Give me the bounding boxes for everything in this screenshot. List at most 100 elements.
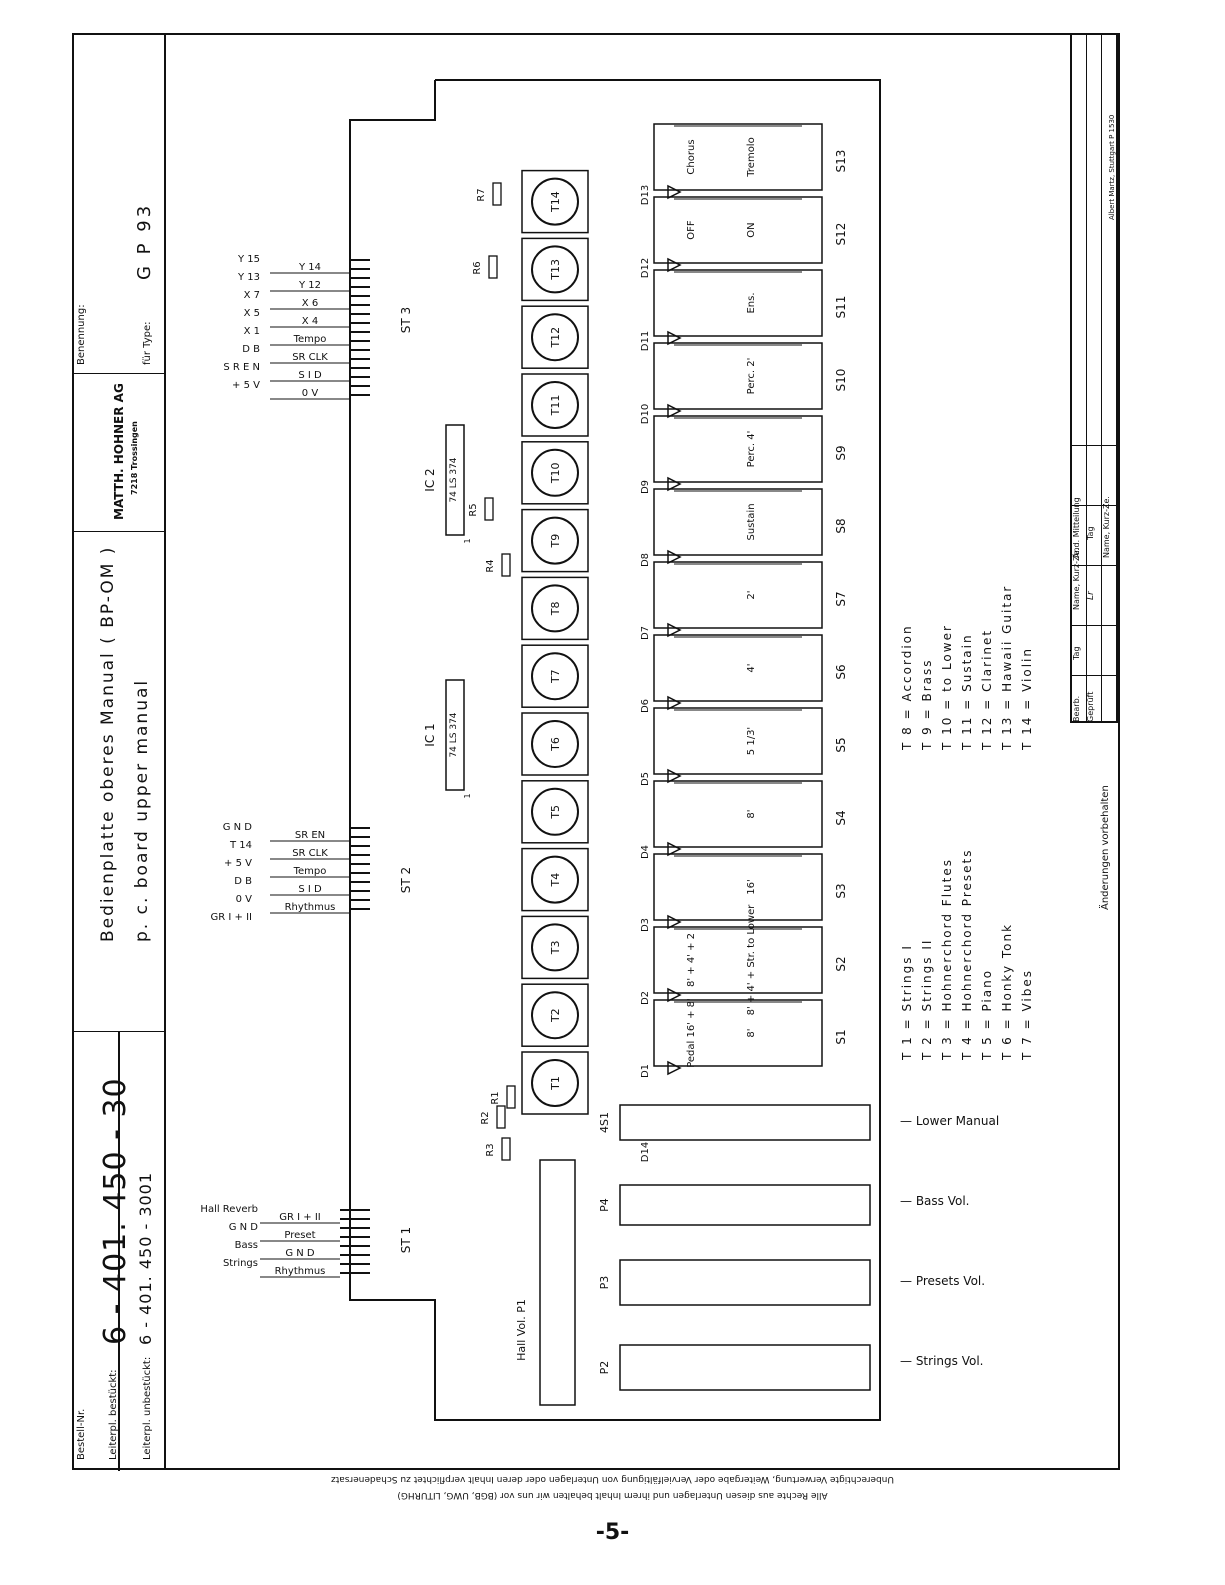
- switch-bottom-s10: Perc. 2': [746, 358, 757, 395]
- revision-block: [1070, 33, 1118, 723]
- ic-name: IC 1: [423, 723, 437, 746]
- button-frame-t8: [521, 576, 589, 641]
- button-label-t1: T1: [549, 1076, 562, 1091]
- fader-p4: [619, 1184, 871, 1226]
- title-type-section: [74, 35, 164, 374]
- legend-entry: T 3 = Hohnerchord Flutes: [940, 858, 954, 1060]
- diode-symbol-d5: [667, 768, 682, 784]
- legend-entry: T 8 = Accordion: [900, 624, 914, 750]
- conn-left-label: S R E N: [223, 362, 260, 373]
- legend-entry: T 7 = Vibes: [1020, 969, 1034, 1060]
- switch-id-s6: S6: [834, 664, 848, 679]
- button-frame-t12: [521, 305, 589, 369]
- rev-row: [1072, 625, 1116, 626]
- switch-body-s4: [653, 780, 823, 848]
- resistor-body-r4: [501, 553, 511, 577]
- diode-symbol-d7: [667, 622, 682, 638]
- switch-id-s2: S2: [834, 956, 848, 971]
- conn-right-label: Rhythmus: [285, 902, 336, 913]
- rev-col: [1101, 35, 1102, 721]
- resistor-label-r5: R5: [468, 503, 479, 516]
- conn-right-label: X 6: [302, 298, 318, 309]
- conn-left-label: + 5 V: [232, 380, 260, 391]
- button-frame-t6: [521, 712, 589, 776]
- switch-top-s13: Chorus: [686, 139, 697, 174]
- conn-left-label: D B: [242, 344, 260, 355]
- resistor-body-r1: [506, 1085, 516, 1109]
- button-frame-t4: [521, 847, 589, 912]
- fader-label-p1: Hall Vol. P1: [515, 1299, 528, 1361]
- diode-label-d3: D3: [640, 918, 651, 932]
- fader-id-p4: P4: [598, 1198, 611, 1212]
- conn-left-label: GR I + II: [211, 912, 252, 923]
- conn-right-label: Y 12: [298, 280, 321, 291]
- conn-left-label: + 5 V: [224, 858, 252, 869]
- switch-body-s2: [653, 926, 823, 994]
- button-frame-t1: [521, 1051, 589, 1115]
- conn-left-label: Strings: [223, 1258, 258, 1269]
- button-frame-t7: [521, 644, 589, 708]
- fader-p1: [539, 1159, 576, 1406]
- resistor-label-r1: R1: [490, 1091, 501, 1104]
- rev-row: [1072, 675, 1116, 676]
- conn-right-label: X 4: [302, 316, 318, 327]
- ic-pin: 1: [463, 538, 472, 543]
- fader-side-label: — Presets Vol.: [900, 1274, 985, 1288]
- conn-left-label: Bass: [235, 1240, 258, 1251]
- switch-body-s8: [653, 488, 823, 556]
- conn-left-label: G N D: [223, 822, 253, 833]
- resistor-label-r6: R6: [472, 261, 483, 274]
- switch-id-s9: S9: [834, 445, 848, 460]
- button-label-t12: T12: [549, 327, 562, 349]
- rev-row: [1072, 565, 1116, 566]
- fader-4s1: [619, 1104, 871, 1141]
- conn-right-label: S I D: [298, 884, 322, 895]
- copyright-line2: Alle Rechte aus diesen Unterlagen und ih…: [397, 1490, 828, 1500]
- switch-bottom-s6: 4': [746, 663, 757, 672]
- resistor-label-r3: R3: [485, 1143, 496, 1156]
- button-frame-t5: [521, 780, 589, 844]
- diode-label-d12: D12: [640, 258, 651, 278]
- fader-id-4s1: 4S1: [598, 1112, 611, 1133]
- diode-label-d14: D14: [640, 1142, 651, 1162]
- ic-pin: 1: [463, 793, 472, 798]
- ic-chip: 74 LS 374: [449, 457, 459, 502]
- board-outline: [349, 79, 881, 1421]
- resistor-body-r2: [496, 1105, 506, 1129]
- button-circle-t14: [531, 177, 579, 226]
- diode-symbol-d3: [667, 914, 682, 930]
- button-circle-t6: [531, 720, 579, 768]
- conn-right-label: S I D: [298, 370, 322, 381]
- resistor-label-r4: R4: [485, 559, 496, 572]
- legend-entry: T 12 = Clarinet: [980, 628, 994, 750]
- button-circle-t2: [531, 991, 579, 1040]
- conn-left-label: X 7: [244, 290, 260, 301]
- connector-st2: ST 2: [399, 867, 413, 893]
- button-frame-t9: [521, 508, 589, 573]
- diode-label-d11: D11: [640, 331, 651, 351]
- connector-st1: ST 1: [399, 1227, 413, 1253]
- resistor-body-r3: [501, 1137, 511, 1161]
- button-label-t6: T6: [549, 737, 562, 752]
- resistor-label-r2: R2: [480, 1111, 491, 1124]
- switch-top-s2: 8' + 4' + 2: [686, 933, 697, 987]
- switch-body-s1: [653, 999, 823, 1067]
- switch-bottom-s5: 5 1/3': [746, 727, 757, 755]
- switch-id-s4: S4: [834, 810, 848, 825]
- resistor-body-r7: [492, 182, 502, 206]
- button-label-t13: T13: [549, 259, 562, 281]
- button-circle-t7: [531, 652, 579, 701]
- drawing-frame: [72, 33, 1120, 1471]
- diode-symbol-d12: [667, 257, 682, 273]
- button-circle-t13: [531, 245, 579, 294]
- fader-p2: [619, 1344, 871, 1391]
- ic-chip: 74 LS 374: [449, 712, 459, 757]
- button-label-t4: T4: [549, 873, 562, 888]
- button-circle-t5: [531, 787, 579, 836]
- button-label-t3: T3: [549, 941, 562, 956]
- button-label-t5: T5: [549, 805, 562, 820]
- conn-left-label: T 14: [229, 840, 252, 851]
- conn-right-label: SR CLK: [292, 848, 328, 859]
